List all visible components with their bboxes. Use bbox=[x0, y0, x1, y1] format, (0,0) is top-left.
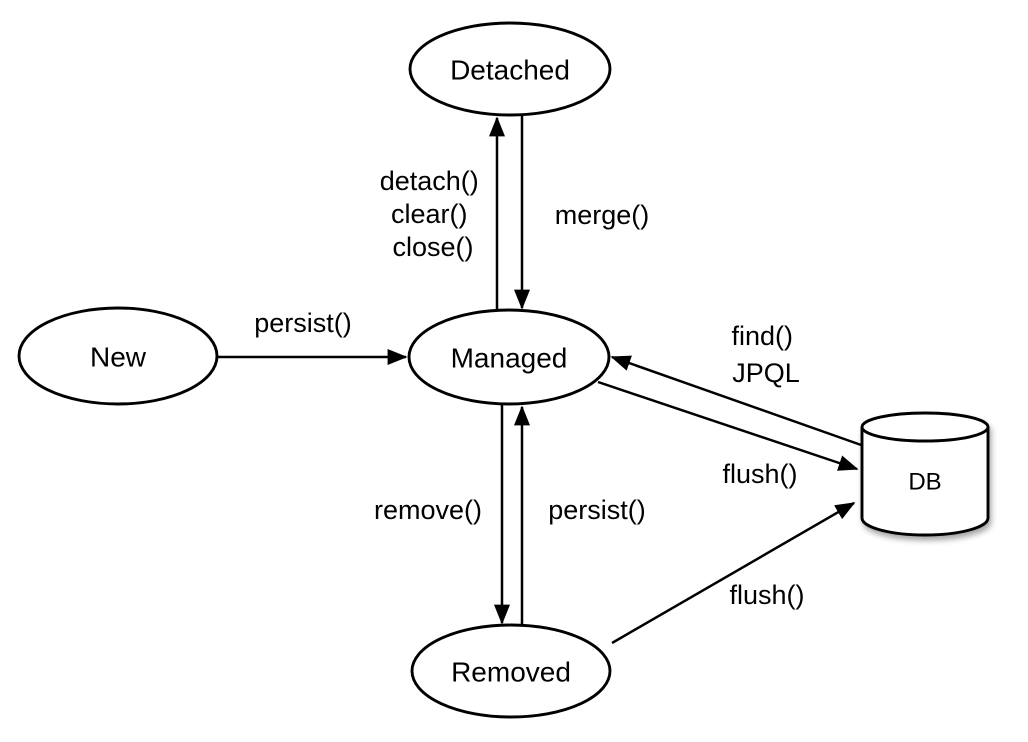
node-detached-ellipse bbox=[408, 21, 612, 117]
node-new-ellipse bbox=[17, 306, 219, 406]
node-removed-ellipse bbox=[410, 623, 612, 719]
edge-label-clear: clear() bbox=[391, 199, 468, 229]
edge-find-jpql-db-to-managed bbox=[610, 355, 865, 448]
edge-label-persist-top: persist() bbox=[254, 308, 352, 338]
edge-flush-managed-to-db bbox=[597, 380, 859, 471]
edge-label-find: find() bbox=[731, 321, 793, 351]
node-detached: Detached bbox=[408, 21, 612, 117]
edge-label-persist-bottom: persist() bbox=[548, 495, 646, 525]
node-detached-label: Detached bbox=[450, 55, 570, 86]
node-managed: Managed bbox=[407, 308, 611, 406]
node-removed-label: Removed bbox=[451, 657, 571, 688]
edge-label-merge: merge() bbox=[555, 200, 650, 230]
edge-label-detach-clear-close: detach() clear() close() bbox=[380, 166, 487, 262]
edge-flush-removed-to-db bbox=[611, 501, 856, 645]
edge-label-detach: detach() bbox=[380, 166, 479, 196]
node-new: New bbox=[17, 306, 219, 406]
node-managed-ellipse bbox=[407, 308, 611, 406]
edge-label-jpql: JPQL bbox=[732, 358, 800, 388]
node-managed-label: Managed bbox=[451, 343, 568, 374]
edge-label-find-jpql: find() JPQL bbox=[731, 321, 800, 388]
edge-label-flush-upper: flush() bbox=[722, 459, 797, 489]
db-cylinder-top bbox=[860, 411, 990, 443]
edge-label-remove: remove() bbox=[374, 495, 482, 525]
node-removed: Removed bbox=[410, 623, 612, 719]
node-db-label: DB bbox=[908, 469, 941, 496]
db-cylinder-body bbox=[860, 427, 990, 537]
node-db: DB bbox=[860, 411, 990, 537]
edge-label-close: close() bbox=[392, 232, 473, 262]
node-new-label: New bbox=[90, 342, 147, 373]
edge-label-flush-lower: flush() bbox=[729, 580, 804, 610]
